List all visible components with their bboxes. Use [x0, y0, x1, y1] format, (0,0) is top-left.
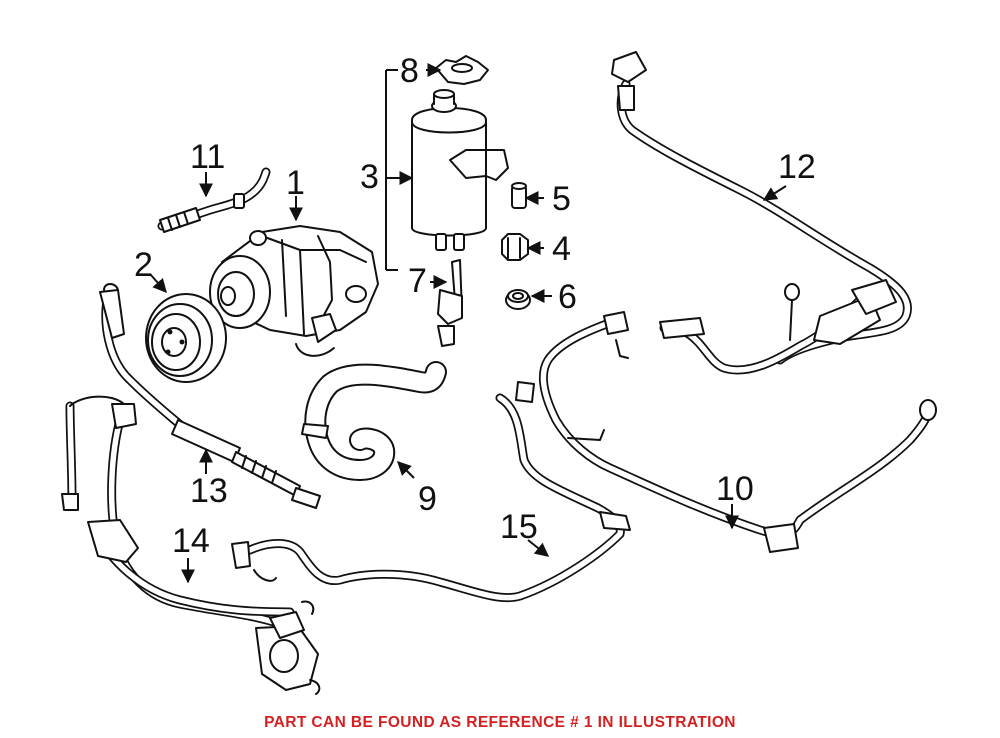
- callout-14: 14: [172, 522, 210, 560]
- callout-6: 6: [558, 278, 577, 316]
- callout-8: 8: [400, 52, 419, 90]
- pressure-line-assembly: [61, 395, 321, 695]
- callout-12: 12: [778, 148, 816, 186]
- callout-11: 11: [190, 138, 225, 176]
- callout-3: 3: [360, 158, 379, 196]
- callout-7: 7: [408, 262, 427, 300]
- callout-9: 9: [418, 480, 437, 518]
- power-steering-pump: [209, 225, 379, 357]
- pulley: [145, 293, 227, 383]
- callout-13: 13: [190, 472, 228, 510]
- callout-2: 2: [134, 246, 153, 284]
- callout-1: 1: [286, 164, 305, 202]
- pressure-hose: [99, 283, 321, 509]
- sleeve: [511, 182, 527, 209]
- fluid-reservoir: [411, 89, 509, 251]
- callout-5: 5: [552, 180, 571, 218]
- suction-hose-small: [157, 167, 271, 233]
- high-pressure-line: [611, 51, 912, 375]
- nut: [505, 289, 531, 310]
- callout-15: 15: [500, 508, 538, 546]
- callout-10: 10: [716, 470, 754, 508]
- grommet: [501, 233, 529, 261]
- return-hose: [301, 361, 447, 481]
- reservoir-cap: [435, 55, 489, 85]
- return-line: [231, 381, 631, 603]
- footer-note: PART CAN BE FOUND AS REFERENCE # 1 IN IL…: [264, 714, 736, 731]
- bracket: [437, 259, 463, 347]
- cooling-line: [538, 311, 937, 553]
- callout-4: 4: [552, 230, 571, 268]
- leader-lines: [149, 63, 787, 584]
- callout-labels: 1 2 3 4 5 6 7 8 9 10 11 12 13 14 15: [134, 52, 816, 560]
